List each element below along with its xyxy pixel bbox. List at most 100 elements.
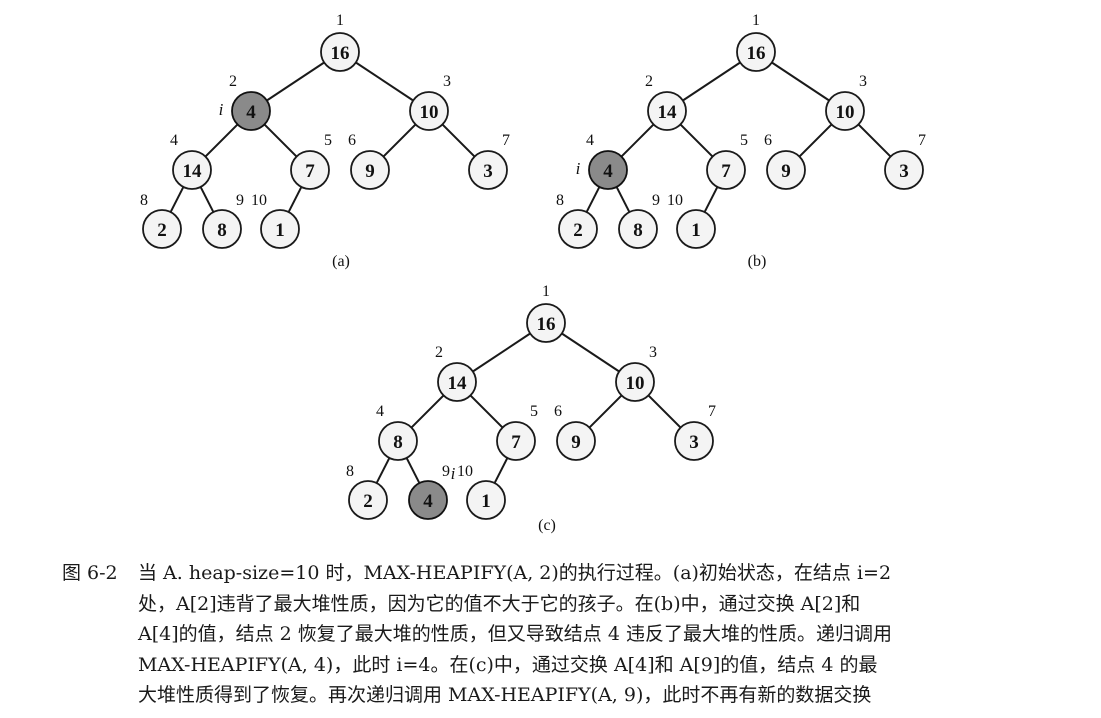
node-index-label: 4 bbox=[586, 132, 594, 149]
node-index-label: 2 bbox=[435, 344, 443, 361]
node-value: 7 bbox=[305, 161, 315, 182]
edge-3-7 bbox=[441, 123, 476, 158]
node-index-label: 6 bbox=[764, 132, 772, 149]
node-circle bbox=[766, 150, 806, 190]
heap-node-4: 84 bbox=[376, 403, 418, 461]
node-index-label: 5 bbox=[530, 403, 538, 420]
node-index-label: 8 bbox=[140, 192, 148, 209]
node-circle bbox=[466, 480, 506, 520]
node-value: 16 bbox=[331, 43, 350, 64]
node-index-label: 2 bbox=[229, 73, 237, 90]
node-value: 8 bbox=[217, 220, 227, 241]
node-index-label: 7 bbox=[502, 132, 510, 149]
node-index-label: 7 bbox=[918, 132, 926, 149]
edge-1-2 bbox=[266, 61, 325, 102]
node-value: 4 bbox=[603, 161, 613, 182]
node-index-label: 3 bbox=[859, 73, 867, 90]
node-circle bbox=[496, 421, 536, 461]
node-index-label: 3 bbox=[649, 344, 657, 361]
node-index-label: 8 bbox=[556, 192, 564, 209]
node-circle bbox=[202, 209, 242, 249]
heap-node-8: 28 bbox=[556, 192, 598, 249]
node-value: 10 bbox=[626, 373, 645, 394]
heap-node-4: 144 bbox=[170, 132, 212, 190]
node-value: 9 bbox=[365, 161, 375, 182]
node-value: 14 bbox=[183, 161, 203, 182]
node-index-label: 10 bbox=[667, 192, 683, 209]
node-value: 2 bbox=[573, 220, 583, 241]
node-value: 4 bbox=[423, 491, 433, 512]
heap-node-9: 89 bbox=[618, 192, 660, 249]
heap-node-1: 16 1 bbox=[320, 12, 360, 72]
pointer-i-label: i bbox=[576, 159, 581, 178]
heap-node-5: 75 bbox=[290, 132, 332, 190]
node-value: 14 bbox=[658, 102, 678, 123]
heap-node-7: 37 bbox=[884, 132, 926, 190]
heap-node-5: 75 bbox=[706, 132, 748, 190]
node-value: 1 bbox=[481, 491, 491, 512]
node-index-label: 1 bbox=[542, 283, 550, 300]
node-index-label: 10 bbox=[457, 463, 473, 480]
node-value: 16 bbox=[537, 314, 556, 335]
heap-node-7: 37 bbox=[468, 132, 510, 190]
node-index-label: 5 bbox=[740, 132, 748, 149]
heap-node-9: 89 bbox=[202, 192, 244, 249]
panel-label: (b) bbox=[748, 253, 767, 270]
caption-line-3: A[4]的值，结点 2 恢复了最大堆的性质，但又导致结点 4 违反了最大堆的性质… bbox=[138, 623, 892, 645]
edge-4-9 bbox=[199, 186, 215, 213]
heap-node-6: 96 bbox=[554, 403, 596, 461]
node-value: 14 bbox=[448, 373, 468, 394]
node-circle bbox=[378, 421, 418, 461]
node-value: 3 bbox=[483, 161, 493, 182]
node-index-label: 5 bbox=[324, 132, 332, 149]
caption-line-5: 大堆性质得到了恢复。再次递归调用 MAX-HEAPIFY(A, 9)，此时不再有… bbox=[138, 684, 872, 706]
edge-1-2 bbox=[472, 332, 531, 373]
node-value: 2 bbox=[363, 491, 373, 512]
heap-node-4: 44 bbox=[586, 132, 628, 190]
edge-3-6 bbox=[382, 123, 417, 158]
edge-1-3 bbox=[355, 61, 414, 102]
node-circle bbox=[674, 421, 714, 461]
heap-node-2: 14 2 bbox=[435, 344, 477, 402]
node-index-label: 2 bbox=[645, 73, 653, 90]
node-circle bbox=[706, 150, 746, 190]
node-circle bbox=[736, 32, 776, 72]
heap-node-2: 42 bbox=[229, 73, 271, 131]
node-index-label: 10 bbox=[251, 192, 267, 209]
edge-4-8 bbox=[375, 457, 391, 484]
heap-node-5: 75 bbox=[496, 403, 538, 461]
node-circle bbox=[526, 303, 566, 343]
node-value: 4 bbox=[246, 102, 256, 123]
edge-2-4 bbox=[410, 394, 445, 429]
caption-line-2: 处，A[2]违背了最大堆性质，因为它的值不大于它的孩子。在(b)中，通过交换 A… bbox=[138, 592, 861, 615]
node-circle bbox=[647, 91, 687, 131]
heap-node-3: 103 bbox=[615, 344, 657, 402]
edge-5-10 bbox=[703, 186, 719, 213]
heap-node-2: 14 2 bbox=[645, 73, 687, 131]
node-index-label: 6 bbox=[348, 132, 356, 149]
node-value: 10 bbox=[836, 102, 855, 123]
heap-node-9: 49 bbox=[408, 463, 450, 520]
edge-2-4 bbox=[620, 123, 655, 158]
node-circle bbox=[142, 209, 182, 249]
heap-node-10: 1 10 bbox=[457, 463, 506, 520]
node-value: 7 bbox=[721, 161, 731, 182]
edge-4-9 bbox=[615, 186, 631, 213]
edge-4-8 bbox=[585, 186, 601, 213]
node-circle bbox=[556, 421, 596, 461]
heap-node-3: 103 bbox=[825, 73, 867, 131]
caption-line-1: 当 A. heap-size=10 时，MAX-HEAPIFY(A, 2)的执行… bbox=[138, 562, 892, 584]
heap-node-6: 96 bbox=[348, 132, 390, 190]
node-circle bbox=[409, 91, 449, 131]
node-index-label: 9 bbox=[236, 192, 244, 209]
node-index-label: 1 bbox=[336, 12, 344, 29]
node-index-label: 3 bbox=[443, 73, 451, 90]
node-value: 1 bbox=[275, 220, 285, 241]
figure-number: 图 6-2 bbox=[62, 562, 118, 584]
edge-1-2 bbox=[682, 61, 741, 102]
edge-3-7 bbox=[857, 123, 892, 158]
